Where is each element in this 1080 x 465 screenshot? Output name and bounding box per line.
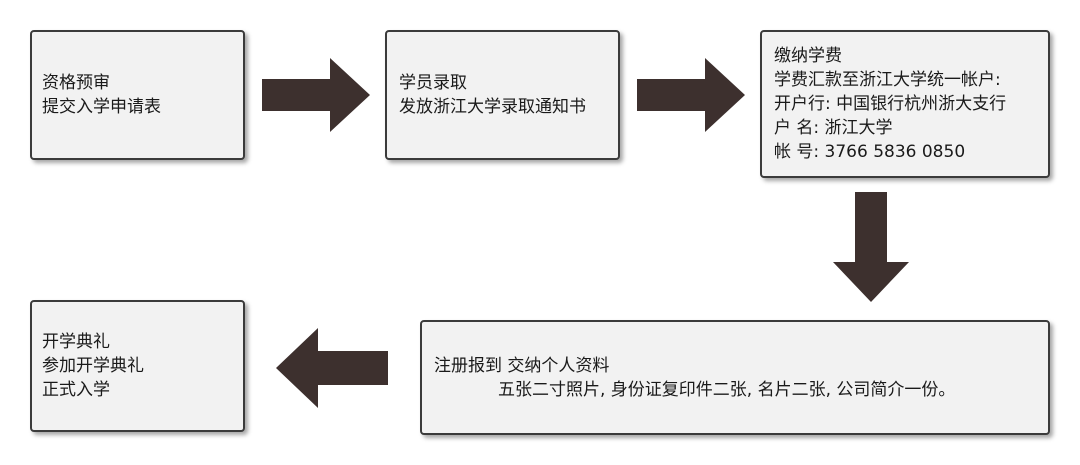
step-5-box: 开学典礼 参加开学典礼 正式入学: [30, 300, 245, 432]
arrow-down-icon: [833, 192, 909, 302]
step-3-line-2: 学费汇款至浙江大学统一帐户:: [774, 70, 1001, 90]
step-3-box: 缴纳学费 学费汇款至浙江大学统一帐户: 开户行: 中国银行杭州浙大支行 户 名:…: [760, 30, 1050, 178]
step-3-line-1: 缴纳学费: [774, 46, 842, 66]
arrow-left-icon: [276, 328, 388, 408]
step-2-line-1: 学员录取: [399, 73, 467, 93]
step-3-line-4: 户 名: 浙江大学: [774, 118, 893, 138]
step-5-line-2: 参加开学典礼: [42, 356, 144, 376]
step-1-line-1: 资格预审: [42, 73, 110, 93]
arrow-right-icon: [262, 58, 370, 132]
step-3-line-3: 开户行: 中国银行杭州浙大支行: [774, 94, 1007, 114]
step-2-line-2: 发放浙江大学录取通知书: [399, 97, 586, 117]
step-4-line-1: 注册报到 交纳个人资料: [434, 355, 610, 376]
step-5-line-1: 开学典礼: [42, 332, 110, 352]
step-1-box: 资格预审 提交入学申请表: [30, 30, 245, 160]
step-2-box: 学员录取 发放浙江大学录取通知书: [385, 30, 620, 160]
step-5-line-3: 正式入学: [42, 380, 110, 400]
step-4-line-2: 五张二寸照片, 身份证复印件二张, 名片二张, 公司简介一份。: [498, 379, 956, 400]
step-3-line-5: 帐 号: 3766 5836 0850: [774, 142, 966, 162]
step-4-box: 注册报到 交纳个人资料 五张二寸照片, 身份证复印件二张, 名片二张, 公司简介…: [420, 320, 1050, 435]
step-1-line-2: 提交入学申请表: [42, 97, 161, 117]
arrow-right-icon: [637, 58, 745, 132]
